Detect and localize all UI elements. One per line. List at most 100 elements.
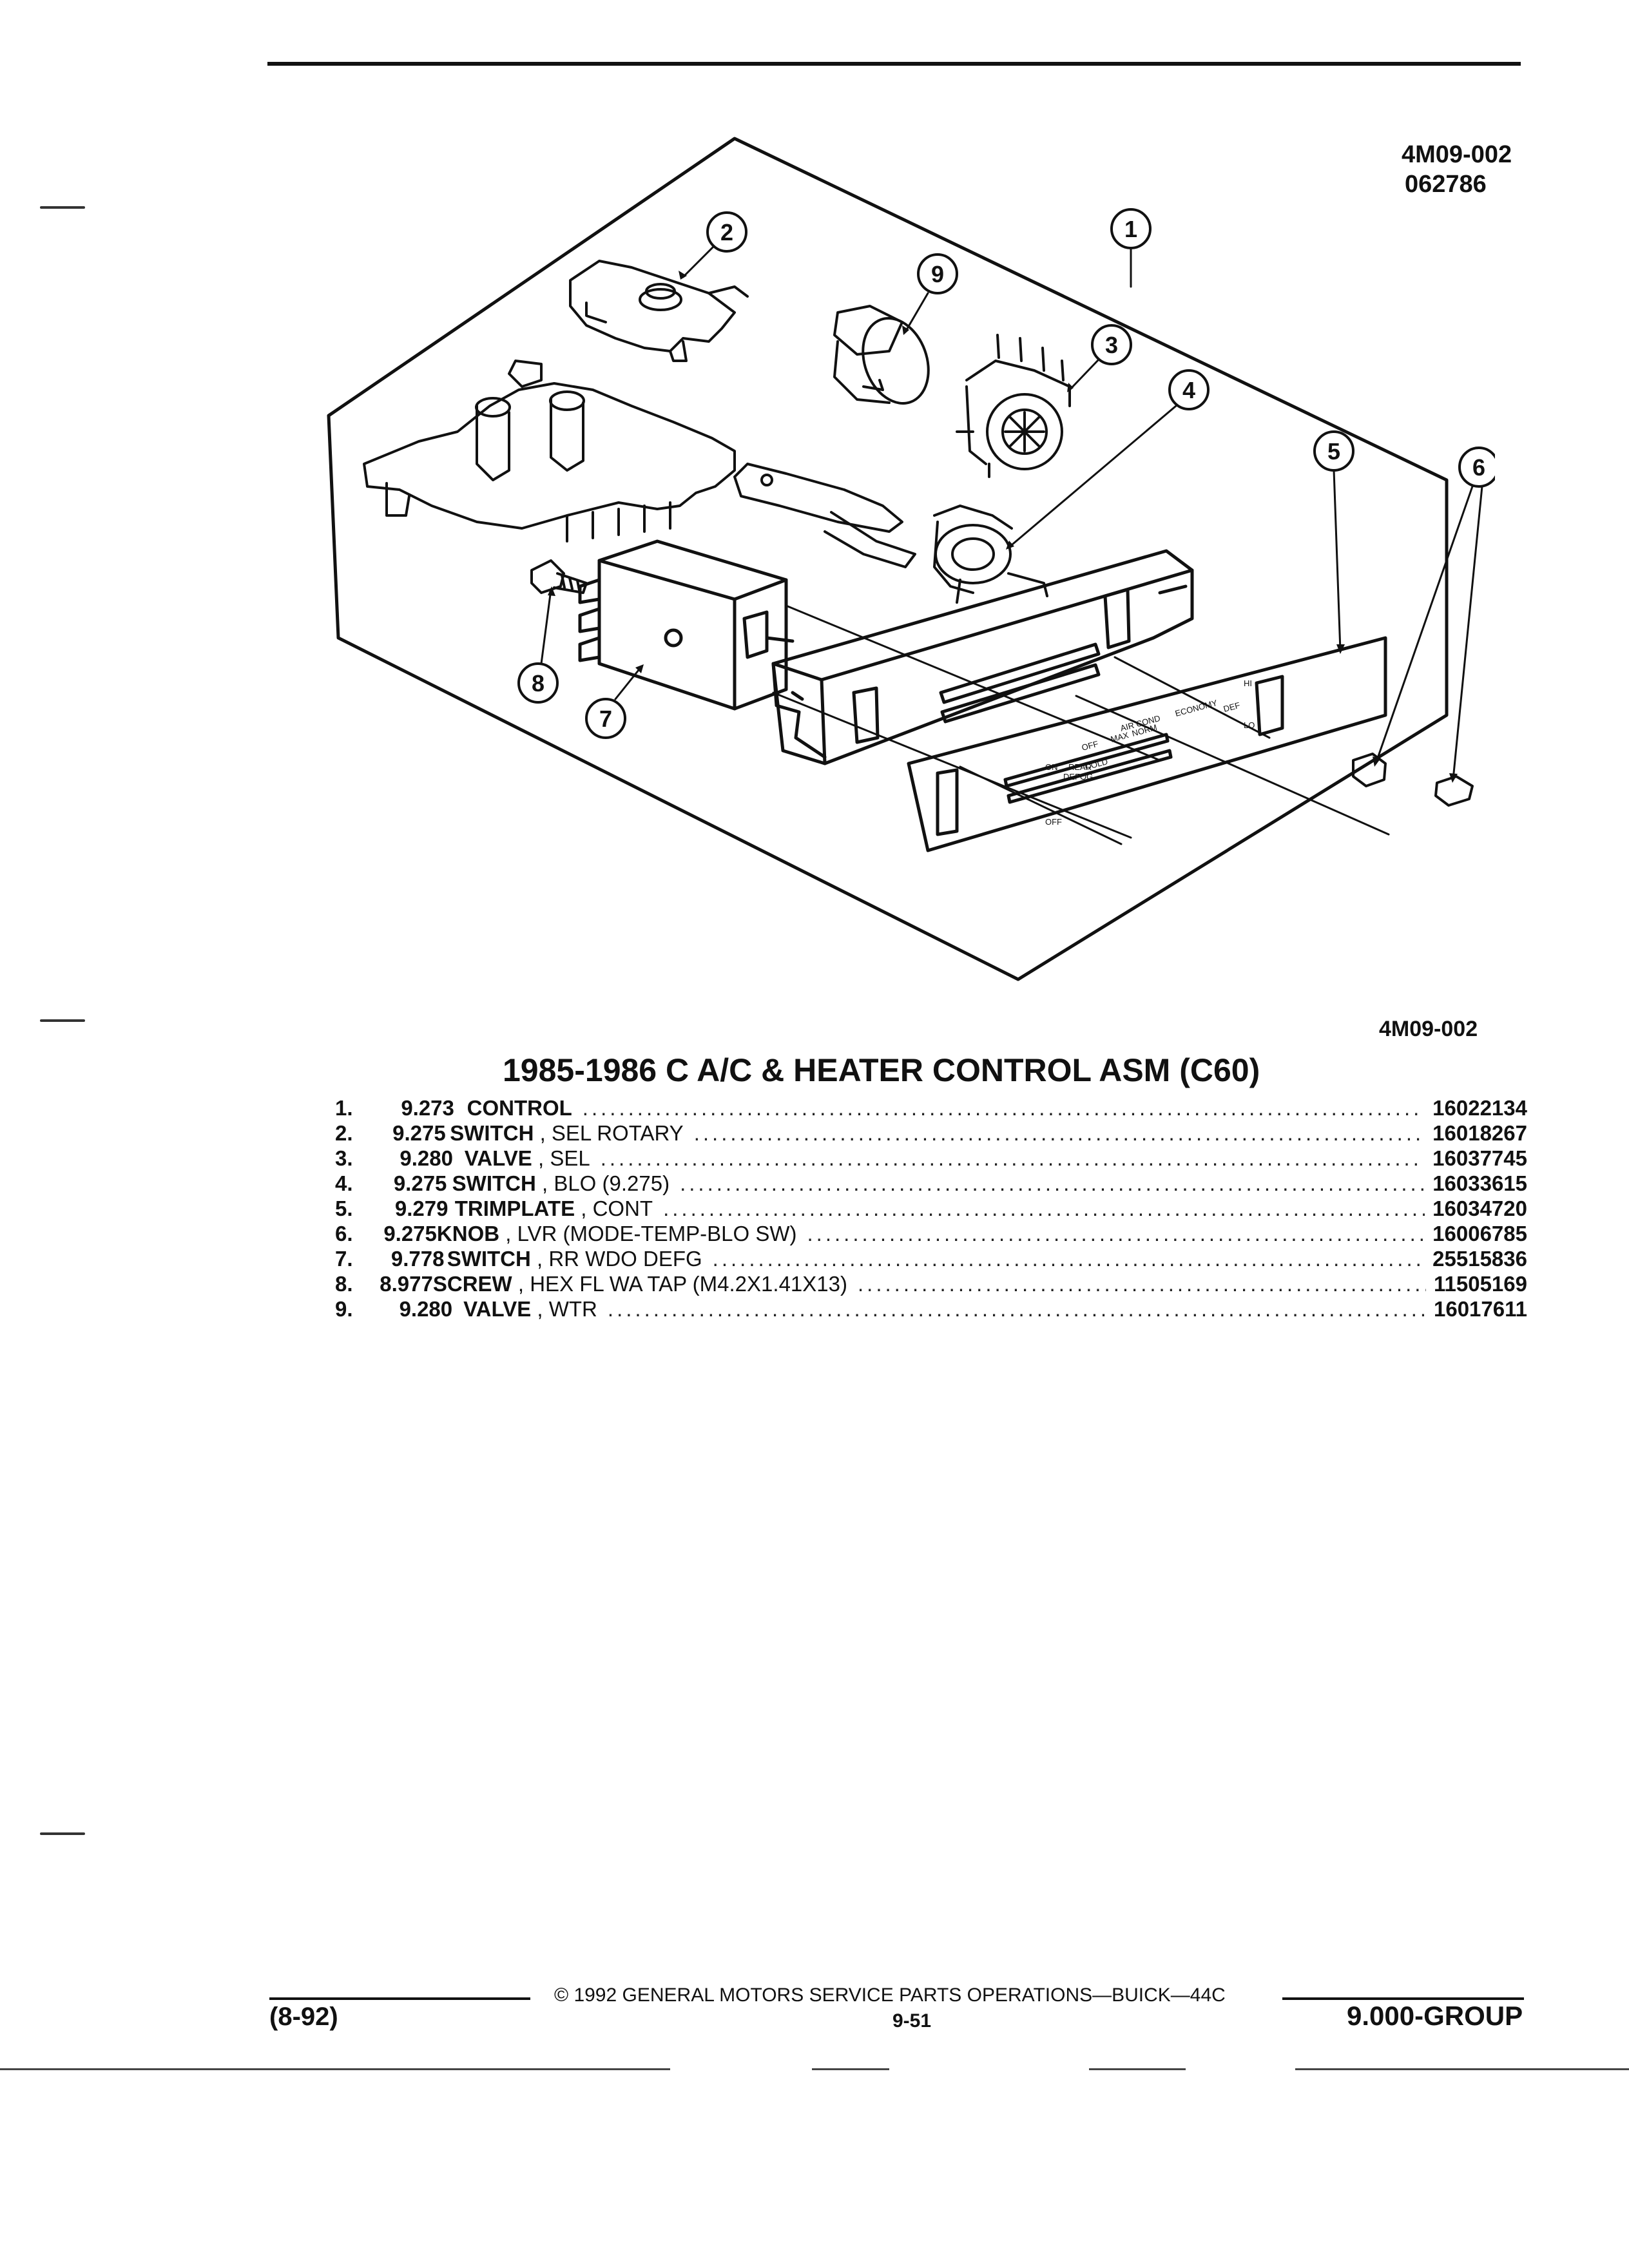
part-detail: , LVR (MODE-TEMP-BLO SW) bbox=[499, 1222, 797, 1245]
part-number: 25515836 bbox=[1432, 1247, 1527, 1271]
callout-9 bbox=[917, 253, 958, 294]
part-name: VALVE bbox=[463, 1297, 532, 1321]
panel-label-def: DEF bbox=[1222, 700, 1241, 714]
part-name: SWITCH bbox=[450, 1121, 534, 1145]
part-number: 16022134 bbox=[1432, 1096, 1527, 1120]
parts-list: 1. 9.273 CONTROL .......................… bbox=[335, 1095, 1527, 1321]
footer-rule-left bbox=[269, 1997, 530, 2000]
callout-label-9: 9 bbox=[931, 261, 944, 287]
parts-list-title: 1985-1986 C A/C & HEATER CONTROL ASM (C6… bbox=[503, 1052, 1260, 1088]
item-index: 2. bbox=[335, 1121, 353, 1145]
panel-label-on: ON bbox=[1045, 762, 1058, 772]
panel-label-economy: ECONOMY bbox=[1174, 698, 1219, 718]
part-detail: , WTR bbox=[531, 1297, 597, 1321]
part-number: 16017611 bbox=[1434, 1297, 1528, 1321]
footer-copyright: © 1992 GENERAL MOTORS SERVICE PARTS OPER… bbox=[554, 1984, 1226, 2006]
part-description: SWITCH , SEL ROTARY bbox=[450, 1120, 693, 1146]
panel-label-max: MAX bbox=[1110, 730, 1130, 744]
lever-knob-part bbox=[1352, 753, 1474, 807]
group-number: 9.778 bbox=[390, 1247, 445, 1271]
part-name: CONTROL bbox=[467, 1096, 572, 1120]
callout-label-2: 2 bbox=[720, 219, 733, 245]
footer-date: (8-92) bbox=[269, 2003, 338, 2031]
control-base-panel-part bbox=[771, 549, 1194, 765]
item-index: 7. bbox=[335, 1247, 353, 1271]
group-number: 9.280 bbox=[400, 1146, 453, 1170]
leader-dots: ........................................… bbox=[857, 1272, 1426, 1296]
part-name: TRIMPLATE bbox=[454, 1196, 575, 1220]
part-number: 16037745 bbox=[1432, 1146, 1527, 1170]
panel-label-off: OFF bbox=[1081, 739, 1099, 753]
rear-defog-switch-part bbox=[578, 539, 795, 711]
leader-dots: ........................................… bbox=[600, 1146, 1423, 1170]
item-index: 3. bbox=[335, 1146, 353, 1170]
part-detail: , RR WDO DEFG bbox=[530, 1247, 702, 1271]
leader-dots: ........................................… bbox=[807, 1222, 1425, 1245]
water-valve-part bbox=[833, 305, 930, 405]
list-item: 3. 9.280 VALVE , SEL ...................… bbox=[335, 1146, 1527, 1171]
panel-label-defog: DEFOG bbox=[1063, 772, 1093, 782]
footer-group: 9.000-GROUP bbox=[1347, 2001, 1523, 2031]
callout-label-8: 8 bbox=[532, 670, 545, 697]
part-detail: , SEL ROTARY bbox=[534, 1121, 684, 1145]
list-item: 6. 9.275 KNOB , LVR (MODE-TEMP-BLO SW) .… bbox=[335, 1221, 1527, 1246]
top-rule bbox=[267, 62, 1521, 66]
leader-dots: ........................................… bbox=[607, 1297, 1424, 1321]
margin-mark bbox=[40, 206, 85, 209]
rotary-switch-part bbox=[569, 260, 749, 362]
item-index: 6. bbox=[335, 1222, 353, 1245]
blower-switch-part bbox=[933, 505, 1048, 604]
footer-page-number: 9-51 bbox=[892, 2010, 932, 2032]
part-number: 11505169 bbox=[1433, 1272, 1527, 1296]
leader-dots: ........................................… bbox=[582, 1096, 1422, 1120]
callout-8 bbox=[517, 662, 559, 704]
group-number: 9.275 bbox=[383, 1222, 437, 1245]
diagram-outline bbox=[327, 137, 1449, 981]
part-description: VALVE , SEL bbox=[465, 1146, 601, 1171]
callout-4 bbox=[1168, 369, 1210, 410]
callout-circles bbox=[517, 208, 1495, 739]
callout-pointers bbox=[540, 244, 1483, 781]
part-number: 16033615 bbox=[1432, 1171, 1528, 1195]
group-number: 9.275 bbox=[393, 1171, 447, 1195]
list-item: 7. 9.778 SWITCH , RR WDO DEFG ..........… bbox=[335, 1246, 1527, 1271]
trimplate-part bbox=[907, 636, 1387, 852]
item-index: 9. bbox=[335, 1297, 353, 1321]
callout-label-4: 4 bbox=[1182, 377, 1195, 403]
part-name: KNOB bbox=[436, 1222, 500, 1245]
part-name: VALVE bbox=[464, 1146, 532, 1170]
part-name: SWITCH bbox=[452, 1171, 536, 1195]
leader-dots: ........................................… bbox=[693, 1121, 1425, 1145]
item-index: 4. bbox=[335, 1171, 353, 1195]
list-item: 1. 9.273 CONTROL .......................… bbox=[335, 1095, 1527, 1120]
list-item: 5. 9.279 TRIMPLATE , CONT ..............… bbox=[335, 1196, 1527, 1221]
group-number: 9.275 bbox=[392, 1121, 446, 1145]
panel-label-hi: HI bbox=[1244, 678, 1252, 688]
part-detail: , CONT bbox=[575, 1196, 653, 1220]
item-index: 5. bbox=[335, 1196, 353, 1220]
selector-valve-part bbox=[956, 334, 1071, 478]
control-housing-part bbox=[363, 360, 736, 543]
panel-label-rear: REAR bbox=[1068, 762, 1092, 772]
panel-label-off2: OFF bbox=[1045, 817, 1062, 827]
margin-mark bbox=[40, 1832, 85, 1835]
callout-2 bbox=[706, 211, 747, 253]
panel-label-lo: LO bbox=[1244, 720, 1255, 730]
callout-3 bbox=[1091, 324, 1132, 365]
bottom-scan-line bbox=[1089, 2068, 1186, 2070]
group-number: 9.273 bbox=[401, 1096, 454, 1120]
diagram-code-bottom: 4M09-002 bbox=[1379, 1017, 1478, 1041]
part-detail: , SEL bbox=[532, 1146, 590, 1170]
part-description: CONTROL bbox=[467, 1095, 583, 1120]
group-number: 9.280 bbox=[399, 1297, 453, 1321]
callout-6 bbox=[1458, 447, 1495, 488]
part-detail: , BLO (9.275) bbox=[535, 1171, 670, 1195]
list-item: 8. 8.977 SCREW , HEX FL WA TAP (M4.2X1.4… bbox=[335, 1271, 1527, 1296]
part-description: KNOB , LVR (MODE-TEMP-BLO SW) bbox=[437, 1221, 807, 1246]
part-description: TRIMPLATE , CONT bbox=[455, 1196, 663, 1221]
part-number: 16006785 bbox=[1432, 1222, 1527, 1245]
item-index: 1. bbox=[335, 1096, 353, 1120]
bottom-scan-line bbox=[812, 2068, 889, 2070]
callout-label-7: 7 bbox=[599, 706, 612, 732]
list-item: 4. 9.275 SWITCH , BLO (9.275) ..........… bbox=[335, 1171, 1527, 1196]
